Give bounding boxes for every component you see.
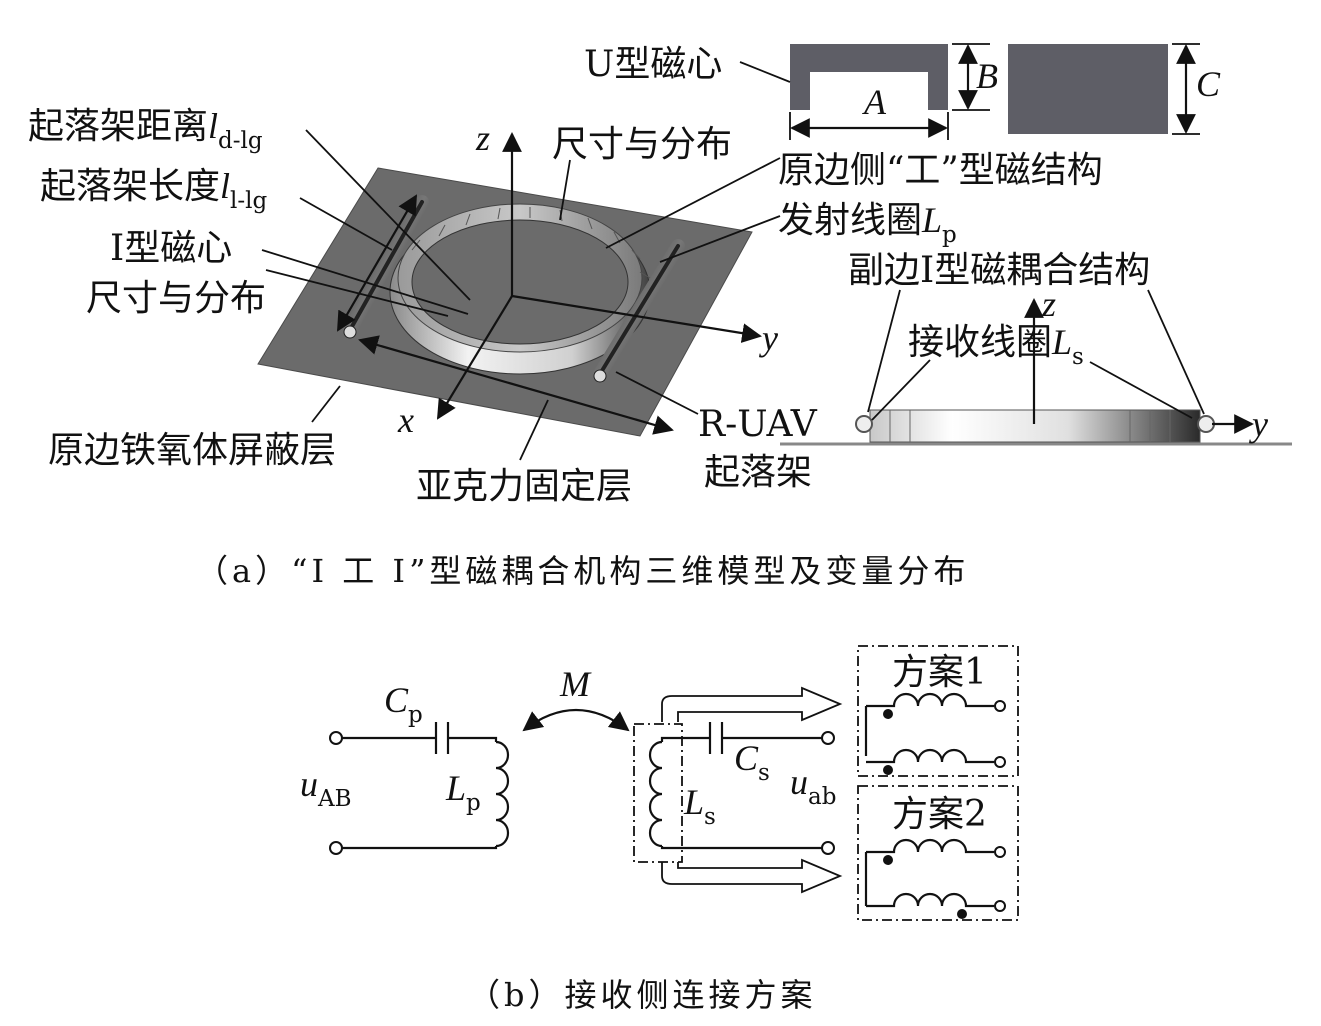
primary-structure-label: 原边侧“工”型磁结构	[778, 150, 1103, 191]
landing-gear-distance-arrow	[358, 335, 674, 435]
i-core-size-label: 尺寸与分布	[86, 278, 266, 319]
model-3d	[257, 129, 781, 461]
secondary-y-label: y	[1249, 404, 1268, 444]
receive-coil-label: 接收线圈Ls	[908, 322, 1084, 370]
scheme2-label: 方案2	[892, 794, 987, 835]
dim-a-label: A	[862, 82, 887, 122]
scheme1-label: 方案1	[892, 652, 987, 693]
size-distribution-label: 尺寸与分布	[552, 124, 732, 165]
caption-b: （b）接收侧连接方案	[468, 976, 817, 1014]
u-core-label: U型磁心	[584, 44, 722, 85]
secondary-side-view	[780, 289, 1292, 446]
circuit	[329, 645, 1019, 921]
lp-circuit-label: Lp	[445, 768, 481, 816]
ruav-gear-label: 起落架	[704, 452, 812, 493]
acrylic-layer-label: 亚克力固定层	[416, 466, 632, 507]
mutual-inductance-label: M	[559, 664, 592, 704]
leader-lines-3d	[261, 129, 781, 461]
cp-label: Cp	[384, 680, 423, 728]
landing-gear-length-arrow	[337, 194, 417, 332]
scheme1-coils	[864, 692, 1006, 775]
dim-b-label: B	[976, 56, 998, 96]
cs-label: Cs	[734, 738, 770, 786]
ls-circuit-label: Ls	[683, 782, 716, 830]
x-axis-label: x	[397, 400, 414, 440]
u-ab-label: uAB	[300, 764, 352, 812]
i-core-label: I型磁心	[110, 228, 232, 269]
secondary-z-label: z	[1041, 284, 1056, 324]
ruav-label: R-UAV	[698, 404, 818, 445]
dim-c-label: C	[1196, 64, 1221, 104]
scheme2-coils	[864, 838, 1006, 919]
y-axis	[511, 294, 762, 343]
secondary-structure-label: 副边I型磁耦合结构	[848, 250, 1150, 291]
y-axis-label: y	[759, 318, 778, 358]
caption-a: （a）“I 工 I”型磁耦合机构三维模型及变量分布	[196, 552, 969, 590]
transmit-coil-label: 发射线圈Lp	[778, 200, 957, 248]
landing-gear-distance-label: 起落架距离ld-lg	[28, 106, 263, 154]
core-side-drawing	[1008, 43, 1200, 135]
landing-gear-length-label: 起落架长度ll-lg	[40, 166, 268, 214]
z-axis-label: z	[475, 118, 490, 158]
u-core-drawing	[739, 43, 990, 140]
u-ab-secondary-label: uab	[790, 762, 836, 810]
primary-shield-label: 原边铁氧体屏蔽层	[48, 430, 336, 471]
